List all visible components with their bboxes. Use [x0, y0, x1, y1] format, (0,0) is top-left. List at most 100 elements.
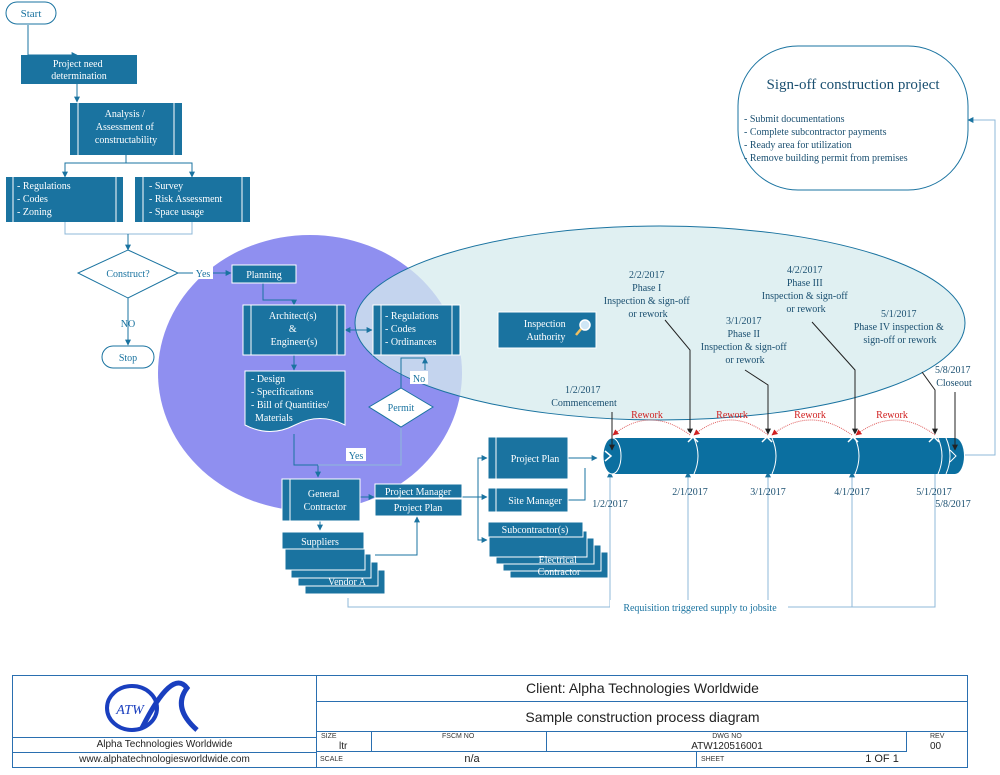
client-title: Client: Alpha Technologies Worldwide — [526, 680, 759, 696]
regulations-left-box[interactable] — [6, 177, 123, 222]
design-line-3: - Bill of Quantities/ — [251, 400, 329, 411]
regulations-right-box[interactable] — [372, 304, 461, 356]
project-need-line-1: Project need — [53, 59, 103, 70]
requisition-label: Requisition triggered supply to jobsite — [623, 603, 777, 614]
size-value: ltr — [339, 741, 348, 752]
stop-label: Stop — [119, 353, 137, 364]
sheet-label: SHEET — [701, 756, 725, 763]
signoff-list: - Submit documentations - Complete subco… — [744, 114, 908, 164]
site-manager-box[interactable] — [487, 487, 569, 513]
rework-label-2: Rework — [716, 410, 748, 421]
project-need-box[interactable] — [21, 55, 137, 84]
reg-left-line-3: - Zoning — [17, 207, 52, 218]
suppliers-stack[interactable] — [281, 531, 386, 595]
design-label: - Design - Specifications - Bill of Quan… — [251, 374, 332, 424]
client-cell — [317, 675, 968, 702]
inspection-line-1: Inspection — [524, 319, 566, 330]
analysis-box[interactable] — [70, 103, 182, 155]
reg-left-line-1: - Regulations — [17, 181, 71, 192]
company-name: Alpha Technologies Worldwide — [96, 739, 233, 750]
timeline-bar[interactable] — [602, 437, 964, 475]
survey-line-3: - Space usage — [149, 207, 205, 218]
architects-box[interactable] — [242, 304, 346, 356]
survey-line-2: - Risk Assessment — [149, 194, 223, 205]
company-cell — [12, 737, 317, 752]
design-line-2: - Specifications — [251, 387, 314, 398]
dwg-label: DWG NO — [712, 733, 742, 740]
planning-box[interactable] — [231, 264, 297, 284]
reg-right-line-3: - Ordinances — [385, 337, 436, 348]
website[interactable]: www.alphatechnologiesworldwide.com — [79, 754, 250, 765]
permit-decision[interactable] — [368, 387, 434, 428]
logo-text: ATW — [115, 703, 145, 718]
project-plan-label: Project Plan — [511, 454, 560, 465]
reg-right-line-1: - Regulations — [385, 311, 439, 322]
rework-label-1: Rework — [631, 410, 663, 421]
design-document[interactable] — [244, 370, 346, 432]
subcontractors-stack[interactable] — [487, 521, 609, 579]
permit-label: Permit — [388, 403, 415, 414]
architects-line-2: & — [289, 324, 297, 335]
electrical-label: Electrical Contractor — [538, 555, 581, 578]
signoff-box[interactable] — [737, 45, 969, 191]
vendor-label: Vendor A — [328, 577, 367, 588]
architects-line-3: Engineer(s) — [271, 337, 318, 348]
date-1: 1/2/2017 — [592, 499, 628, 510]
construct-decision[interactable] — [76, 249, 180, 299]
project-need-label: Project need determination — [51, 59, 107, 82]
pm-label: Project Manager — [385, 487, 452, 498]
drawing-title-cell — [317, 702, 968, 732]
pm-plan-label: Project Plan — [394, 503, 443, 514]
start-terminal[interactable] — [5, 1, 57, 25]
stop-terminal[interactable] — [101, 345, 155, 369]
dwg-value: ATW120516001 — [691, 741, 763, 752]
rev-value: 00 — [930, 741, 942, 752]
signoff-title: Sign-off construction project — [766, 77, 940, 93]
date-2: 2/1/2017 — [672, 487, 708, 498]
sheet-value: 1 OF 1 — [865, 753, 899, 765]
project-manager-box[interactable] — [374, 483, 463, 499]
inspection-ellipse — [354, 225, 966, 421]
suppliers-label: Suppliers — [301, 537, 339, 548]
date-3: 3/1/2017 — [750, 487, 786, 498]
callout-lines — [609, 319, 958, 451]
phase3-label: 4/2/2017 Phase III Inspection & sign-off… — [762, 265, 850, 315]
analysis-line-1: Analysis / — [105, 109, 146, 120]
date-5: 5/1/2017 — [916, 487, 952, 498]
analysis-line-3: constructability — [95, 135, 157, 146]
general-contractor-box[interactable] — [281, 478, 361, 522]
electrical-line-1: Electrical — [539, 555, 578, 566]
rev-label: REV — [930, 733, 945, 740]
survey-line-1: - Survey — [149, 181, 183, 192]
gc-line-1: General — [308, 489, 340, 500]
phase1-label: 2/2/2017 Phase I Inspection & sign-off o… — [604, 270, 692, 320]
commencement-label: 1/2/2017 Commencement — [551, 385, 617, 409]
atw-logo: ATW — [105, 680, 199, 732]
architects-label: Architect(s) & Engineer(s) — [269, 311, 319, 348]
design-line-1: - Design — [251, 374, 285, 385]
gc-label: General Contractor — [304, 489, 347, 513]
phase2-label: 3/1/2017 Phase II Inspection & sign-off … — [701, 316, 789, 366]
closeout-label: 5/8/2017 Closeout — [935, 365, 973, 389]
date-4: 4/1/2017 — [834, 487, 870, 498]
title-block-border — [12, 675, 968, 768]
analysis-label: Analysis / Assessment of constructabilit… — [95, 109, 157, 146]
survey-box[interactable] — [135, 177, 250, 222]
architects-line-1: Architect(s) — [269, 311, 317, 322]
reg-left-line-2: - Codes — [17, 194, 48, 205]
start-label: Start — [21, 8, 42, 20]
commencement-date: 1/2/2017 — [565, 385, 601, 396]
gc-line-2: Contractor — [304, 502, 347, 513]
scale-value: n/a — [464, 753, 480, 765]
rework-label-4: Rework — [876, 410, 908, 421]
pm-project-plan-box[interactable] — [374, 498, 463, 517]
website-cell — [12, 752, 317, 768]
planning-label: Planning — [246, 270, 282, 281]
design-line-4: Materials — [255, 413, 293, 424]
survey-label: - Survey - Risk Assessment - Space usage — [149, 181, 225, 218]
commencement-text: Commencement — [551, 398, 617, 409]
project-plan-box[interactable] — [487, 436, 569, 480]
inspection-label: Inspection Authority — [524, 319, 568, 343]
fscm-label: FSCM NO — [442, 733, 475, 740]
